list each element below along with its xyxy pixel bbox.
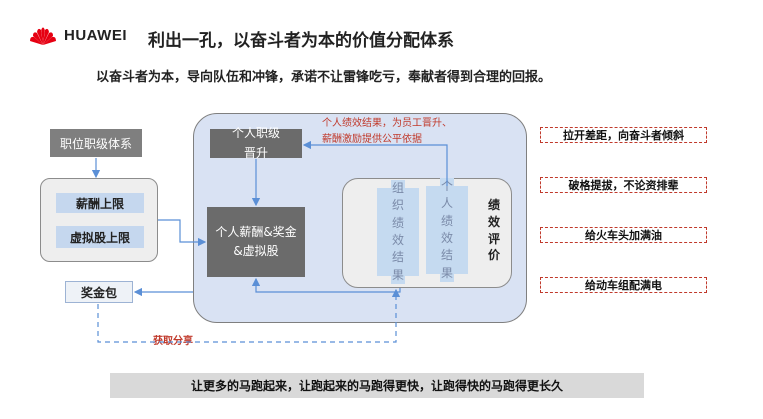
note-line1: 个人绩效结果，为员工晋升、: [322, 118, 452, 129]
caps-panel: [40, 178, 158, 262]
grade-system-box: 职位职级体系: [50, 129, 142, 157]
huawei-flower-icon: [30, 27, 56, 45]
arrow-share-route: [97, 288, 401, 343]
compensation-line1: 个人薪酬&奖金: [215, 224, 297, 239]
tag-power-bullet-train: 给动车组配满电: [540, 277, 707, 293]
virtual-stock-cap-box: 虚拟股上限: [56, 226, 144, 248]
org-performance-label: 组织绩效结果: [391, 179, 405, 285]
promotion-line1: 个人职级: [231, 126, 280, 141]
arrow-performance-to-compensation: [251, 277, 401, 293]
footer-slogan: 让更多的马跑起来，让跑起来的马跑得更快，让跑得快的马跑得更长久: [110, 373, 644, 398]
arrow-performance-to-promotion: [302, 140, 448, 186]
page-title: 利出一孔，以奋斗者为本的价值分配体系: [148, 31, 454, 51]
tag-widen-gap: 拉开差距，向奋斗者倾斜: [540, 127, 707, 143]
compensation-line2: &虚拟股: [233, 244, 279, 258]
promotion-line2: 晋升: [243, 145, 268, 160]
arrow-caps-to-compensation: [158, 219, 207, 247]
note-line2: 薪酬激励提供公平依据: [322, 133, 422, 145]
personal-performance-box: 个人绩效结果: [426, 177, 468, 283]
huawei-logo: HUAWEI: [28, 24, 127, 46]
personal-performance-label: 个人绩效结果: [440, 177, 454, 283]
logo-text: HUAWEI: [64, 26, 127, 44]
performance-evaluation-label: 绩效评价: [487, 198, 500, 263]
compensation-box: 个人薪酬&奖金 &虚拟股: [207, 207, 305, 277]
promotion-box: 个人职级 晋升: [210, 126, 302, 160]
page-subtitle: 以奋斗者为本，导向队伍和冲锋，承诺不让雷锋吃亏，奉献者得到合理的回报。: [96, 70, 552, 85]
promotion-note: 个人绩效结果，为员工晋升、 薪酬激励提供公平依据: [322, 116, 452, 147]
tag-fuel-locomotive: 给火车头加满油: [540, 227, 707, 243]
salary-cap-box: 薪酬上限: [56, 193, 144, 213]
tag-exceptional-promotion: 破格提拔，不论资排辈: [540, 177, 707, 193]
bonus-pool-box: 奖金包: [65, 281, 133, 303]
org-performance-box: 组织绩效结果: [377, 179, 419, 285]
